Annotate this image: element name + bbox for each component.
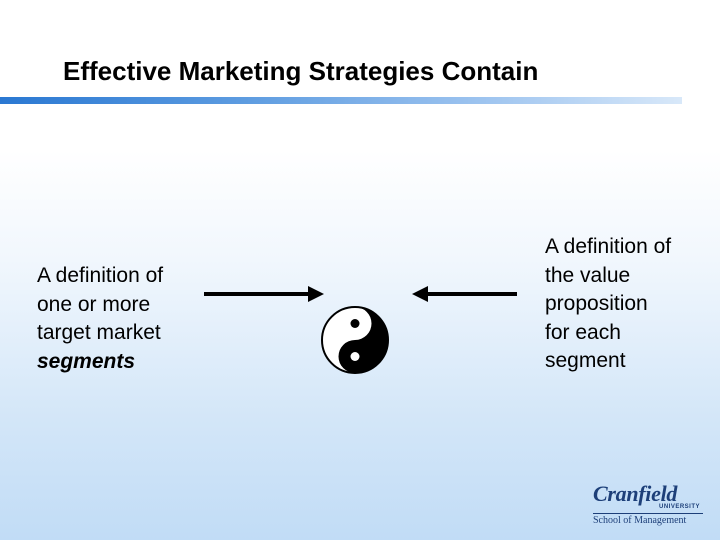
arrow-right-icon (204, 286, 324, 302)
title-underline (0, 97, 682, 104)
arrow-left-icon (412, 286, 517, 302)
text-line: the value (545, 263, 631, 287)
text-line: segment (545, 349, 626, 372)
text-line: for each (545, 320, 621, 344)
logo-name: Cranfield (593, 481, 678, 506)
text-line: A definition of (37, 264, 164, 287)
text-line: one or more (37, 292, 151, 316)
text-line: A definition of (545, 235, 672, 258)
logo-university: UNIVERSITY (658, 504, 700, 510)
logo-school: School of Management (593, 515, 687, 526)
cranfield-logo: Cranfield UNIVERSITY School of Managemen… (593, 483, 703, 527)
text-line: target market (37, 321, 161, 344)
value-proposition-text: A definition of the value proposition fo… (545, 233, 715, 376)
yin-yang-icon (321, 306, 389, 374)
slide-title: Effective Marketing Strategies Contain (63, 56, 539, 86)
logo-divider (593, 513, 703, 514)
segments-definition-text: A definition of one or more target marke… (37, 262, 207, 376)
emphasis-word: segments (37, 349, 136, 373)
text-line: proposition (545, 292, 648, 315)
